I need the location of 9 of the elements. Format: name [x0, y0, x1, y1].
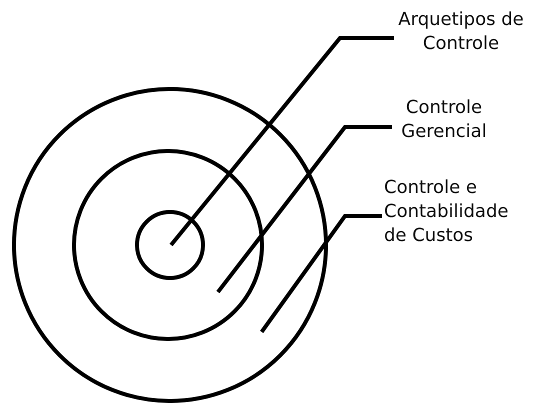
- label-text: Arquetipos de Controle: [396, 8, 526, 56]
- label-text: Controle Gerencial: [394, 96, 494, 144]
- leader-line: [216, 125, 392, 294]
- ring: [12, 87, 328, 403]
- ring: [72, 149, 264, 341]
- ring: [135, 210, 205, 280]
- leader-line: [170, 36, 394, 246]
- label-text: Controle e Contabilidade de Custos: [384, 176, 534, 248]
- leader-line: [260, 214, 382, 334]
